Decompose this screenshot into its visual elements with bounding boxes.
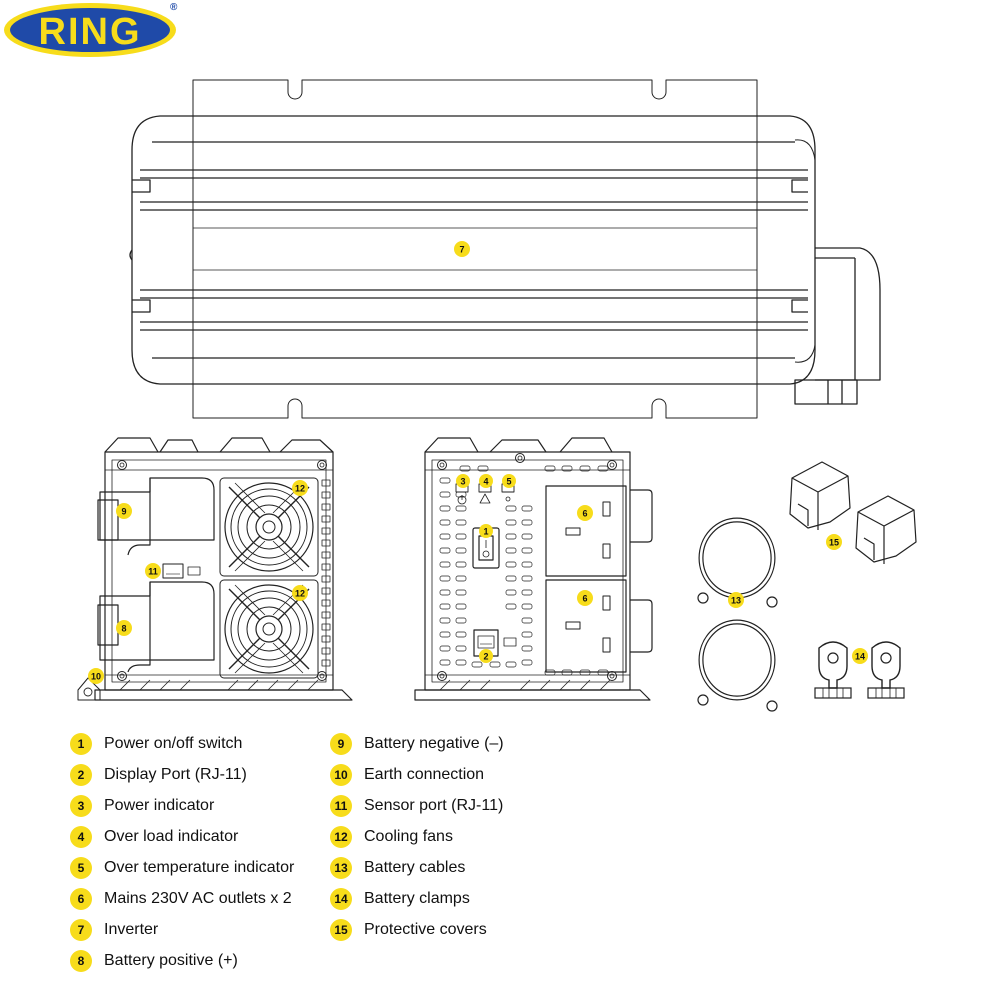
legend-number-badge: 13 [330, 856, 352, 879]
svg-text:12: 12 [295, 484, 305, 494]
callout-clamps: 14 [852, 648, 868, 664]
legend-item: 15 Protective covers [330, 914, 504, 945]
callout-outlet-bottom: 6 [577, 590, 593, 606]
svg-text:4: 4 [483, 477, 488, 487]
legend-label: Over load indicator [104, 827, 239, 845]
legend-item: 12 Cooling fans [330, 821, 504, 852]
legend-item: 14 Battery clamps [330, 883, 504, 914]
callout-battery-positive: 8 [116, 620, 132, 636]
legend-number-badge: 2 [70, 763, 92, 786]
inverter-top-view [129, 79, 881, 419]
callout-overtemp-indicator: 5 [502, 474, 516, 488]
svg-text:10: 10 [91, 672, 101, 682]
legend-label: Battery positive (+) [104, 951, 238, 969]
legend-number-badge: 12 [330, 825, 352, 848]
legend-number-badge: 7 [70, 918, 92, 941]
svg-text:11: 11 [148, 567, 158, 577]
legend-item: 9 Battery negative (–) [330, 728, 504, 759]
legend-item: 1 Power on/off switch [70, 728, 294, 759]
callout-overload-indicator: 4 [479, 474, 493, 488]
svg-text:6: 6 [582, 509, 587, 519]
svg-text:6: 6 [582, 594, 587, 604]
callout-display-port: 2 [479, 649, 493, 663]
svg-text:12: 12 [295, 589, 305, 599]
legend-number-badge: 14 [330, 887, 352, 910]
svg-text:15: 15 [829, 538, 839, 548]
legend-label: Display Port (RJ-11) [104, 765, 247, 783]
legend-label: Power indicator [104, 796, 215, 814]
legend-number-badge: 1 [70, 732, 92, 755]
svg-text:5: 5 [506, 477, 511, 487]
legend-label: Battery cables [364, 858, 466, 876]
callout-fan-bottom: 12 [292, 585, 308, 601]
legend-label: Earth connection [364, 765, 485, 783]
protective-covers [789, 461, 917, 564]
legend-label: Power on/off switch [104, 734, 243, 752]
callout-earth: 10 [88, 668, 104, 684]
legend-item: 11 Sensor port (RJ-11) [330, 790, 504, 821]
legend-item: 3 Power indicator [70, 790, 294, 821]
legend-label: Sensor port (RJ-11) [364, 796, 504, 814]
callout-covers: 15 [826, 534, 842, 550]
legend-label: Battery clamps [364, 889, 470, 907]
legend-label: Over temperature indicator [104, 858, 295, 876]
legend-item: 10 Earth connection [330, 759, 504, 790]
legend-number-badge: 9 [330, 732, 352, 755]
legend-item: 4 Over load indicator [70, 821, 294, 852]
legend-item: 13 Battery cables [330, 852, 504, 883]
inverter-side-view [77, 437, 353, 701]
svg-text:2: 2 [483, 652, 488, 662]
callout-cables: 13 [728, 592, 744, 608]
callout-badges: 7 9 11 8 10 12 12 3 [88, 241, 868, 684]
legend-label: Battery negative (–) [364, 734, 504, 752]
callout-fan-top: 12 [292, 480, 308, 496]
svg-text:14: 14 [855, 652, 865, 662]
callout-battery-negative: 9 [116, 503, 132, 519]
ring-logo: RING ® [4, 2, 178, 57]
registered-mark: ® [170, 2, 178, 13]
svg-text:9: 9 [121, 507, 126, 517]
legend-item: 8 Battery positive (+) [70, 945, 294, 976]
inverter-front-view [414, 437, 653, 701]
callout-power-indicator: 3 [456, 474, 470, 488]
svg-text:13: 13 [731, 596, 741, 606]
legend-item: 6 Mains 230V AC outlets x 2 [70, 883, 294, 914]
legend-label: Inverter [104, 920, 159, 938]
svg-text:8: 8 [121, 624, 126, 634]
logo-inner-ellipse [10, 8, 170, 52]
battery-cables [697, 517, 778, 712]
legend-label: Mains 230V AC outlets x 2 [104, 889, 292, 907]
logo-wordmark: RING [39, 11, 142, 53]
legend-item: 7 Inverter [70, 914, 294, 945]
svg-text:1: 1 [483, 527, 488, 537]
legend-number-badge: 15 [330, 918, 352, 941]
svg-text:3: 3 [460, 477, 465, 487]
callout-sensor-port: 11 [145, 563, 161, 579]
legend-column-left: 1 Power on/off switch 2 Display Port (RJ-11… [70, 728, 294, 976]
legend-number-badge: 4 [70, 825, 92, 848]
legend-number-badge: 3 [70, 794, 92, 817]
legend-number-badge: 10 [330, 763, 352, 786]
callout-outlet-top: 6 [577, 505, 593, 521]
legend-number-badge: 8 [70, 949, 92, 972]
callout-power-switch: 1 [479, 524, 493, 538]
svg-text:7: 7 [459, 245, 464, 255]
legend-number-badge: 6 [70, 887, 92, 910]
legend-label: Protective covers [364, 920, 487, 938]
legend-item: 5 Over temperature indicator [70, 852, 294, 883]
legend-label: Cooling fans [364, 827, 453, 845]
legend-number-badge: 11 [330, 794, 352, 817]
legend-item: 2 Display Port (RJ-11) [70, 759, 294, 790]
legend-number-badge: 5 [70, 856, 92, 879]
callout-inverter: 7 [454, 241, 470, 257]
